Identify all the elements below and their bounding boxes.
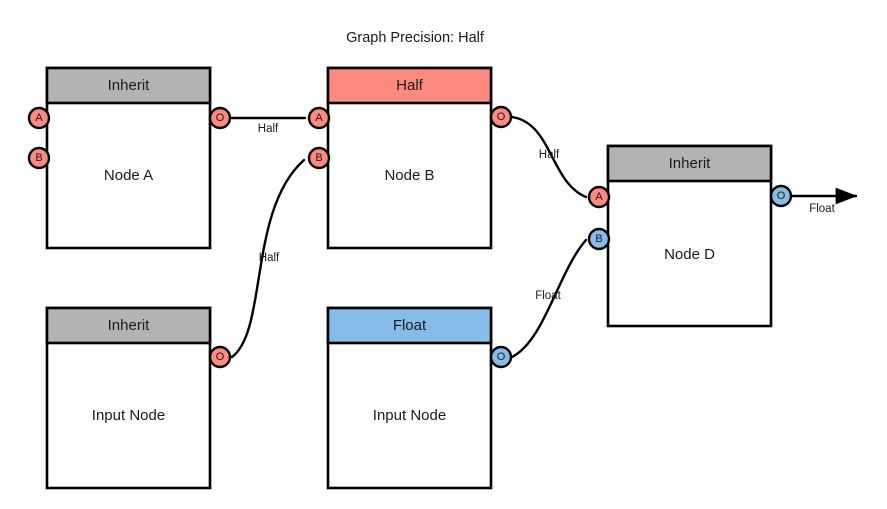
input-node-mid-header-label: Float [393,317,427,334]
port-circle-half[interactable] [27,106,51,130]
port-letter: A [595,191,603,203]
port-circle-half[interactable] [27,146,51,170]
page-title: Graph Precision: Half [346,30,485,46]
port-circle-half[interactable] [307,106,331,130]
port-circle-half[interactable] [489,105,513,129]
node-input-node-mid[interactable]: Float Input Node O [326,306,513,490]
edge-label-inleft-to-b: Half [259,252,280,264]
port-circle-float[interactable] [769,184,793,208]
port-letter: A [35,112,43,124]
node-b-port-out-o[interactable]: O [489,105,513,129]
port-letter: A [315,112,323,124]
edge-inleft-to-b[interactable] [230,158,306,359]
edge-b-to-d[interactable] [510,115,588,199]
port-letter: B [315,152,322,164]
edge-label-a-to-b: Half [258,123,279,135]
node-input-node-left[interactable]: Inherit Input Node O [45,306,232,490]
port-letter: O [777,190,786,202]
node-a-port-in-b[interactable]: B [27,146,51,170]
edge-label-inmid-to-d: Float [535,290,561,302]
port-letter: O [497,351,506,363]
input-node-left-body-label: Input Node [92,407,165,424]
input-node-left-header-bar[interactable] [45,306,212,345]
node-node-b[interactable]: Half Node B A B O [307,66,513,250]
node-a-port-in-a[interactable]: A [27,106,51,130]
node-b-port-in-b[interactable]: B [307,146,331,170]
node-a-header-bar[interactable] [45,66,212,105]
port-circle-half[interactable] [208,106,232,130]
node-d-port-in-a[interactable]: A [587,185,611,209]
node-d-header-bar[interactable] [606,144,773,183]
node-b-header-bar[interactable] [326,66,493,105]
node-node-a[interactable]: Inherit Node A A B O [27,66,232,250]
port-circle-half[interactable] [587,185,611,209]
input-node-left-port-out-o[interactable]: O [208,345,232,369]
edges-layer: Half Half Half Float Float [230,115,858,359]
port-circle-float[interactable] [587,227,611,251]
input-node-mid-port-out-o[interactable]: O [489,345,513,369]
input-node-left-header-label: Inherit [108,317,151,334]
node-b-port-in-a[interactable]: A [307,106,331,130]
node-b-body-label: Node B [384,167,434,184]
edge-label-b-to-d: Half [539,149,560,161]
edge-label-d-output: Float [809,203,835,215]
node-a-header-label: Inherit [108,77,151,94]
node-a-port-out-o[interactable]: O [208,106,232,130]
input-node-mid-body-label: Input Node [373,407,446,424]
port-letter: B [595,233,602,245]
node-d-port-out-o[interactable]: O [769,184,793,208]
node-node-d[interactable]: Inherit Node D A B O [587,144,793,328]
node-b-header-label: Half [396,77,424,94]
port-circle-half[interactable] [208,345,232,369]
node-a-body-label: Node A [104,167,153,184]
port-letter: O [216,351,225,363]
node-d-header-label: Inherit [669,155,712,172]
input-node-mid-header-bar[interactable] [326,306,493,345]
port-letter: O [497,111,506,123]
port-circle-float[interactable] [489,345,513,369]
port-letter: B [35,152,42,164]
edge-inmid-to-d[interactable] [510,238,588,359]
node-d-body-label: Node D [664,246,715,263]
port-circle-half[interactable] [307,146,331,170]
port-letter: O [216,112,225,124]
node-d-port-in-b[interactable]: B [587,227,611,251]
